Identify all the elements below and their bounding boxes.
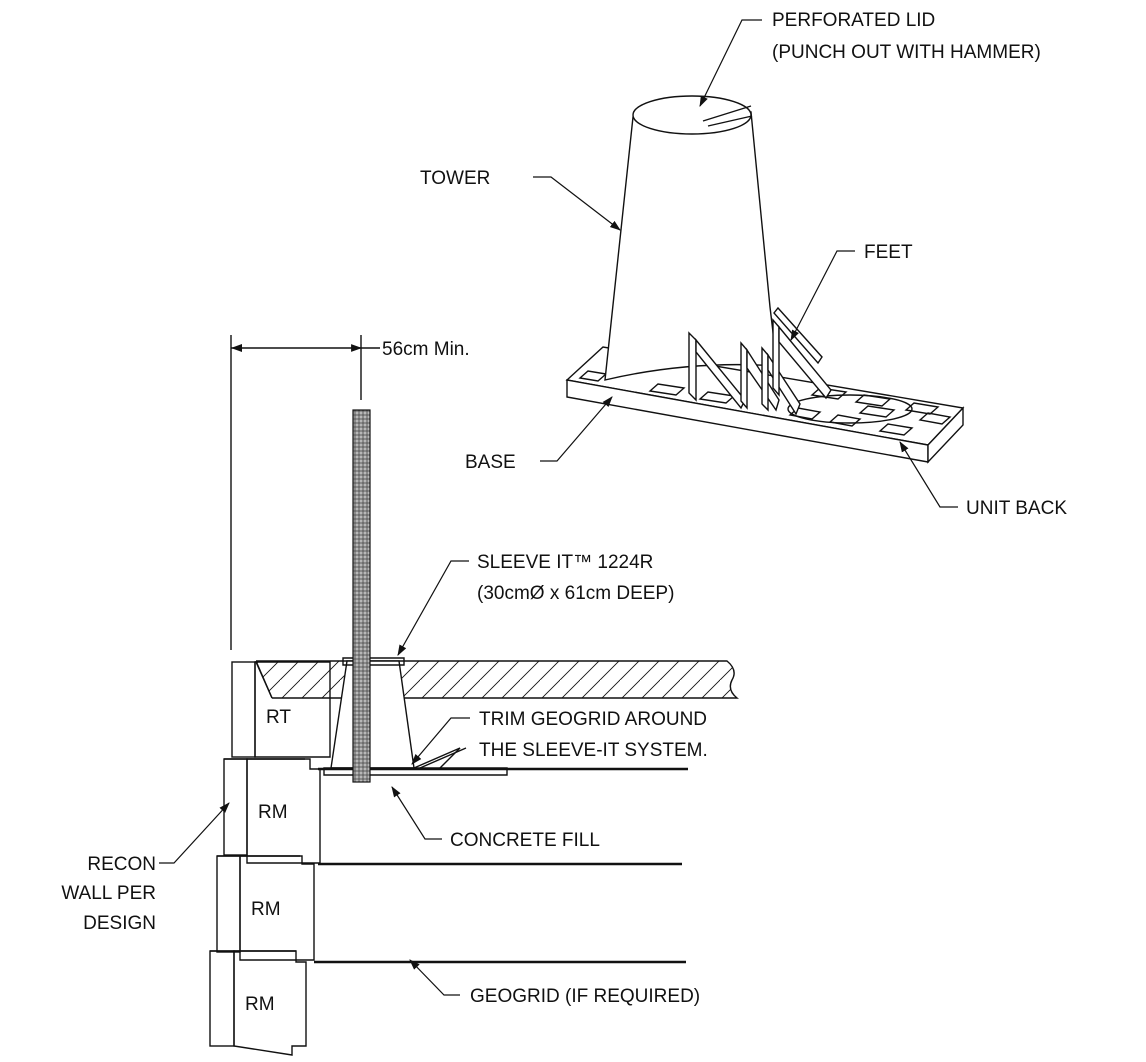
sleeve-label-1: SLEEVE IT™ 1224R xyxy=(477,552,653,573)
perforated-lid-label-1: PERFORATED LID xyxy=(772,10,935,31)
rm-block-1 xyxy=(223,758,321,864)
steel-post xyxy=(352,409,371,783)
leaders xyxy=(159,19,958,996)
dimension-56cm xyxy=(230,335,380,650)
rt-block-label: RT xyxy=(266,707,291,728)
rm-block-3 xyxy=(209,950,307,1056)
dimension-label: 56cm Min. xyxy=(382,339,470,360)
base-label: BASE xyxy=(465,452,516,473)
recon-wall-label-1: RECON xyxy=(87,854,156,875)
wall-section xyxy=(209,409,739,1056)
callout-labels: PERFORATED LID (PUNCH OUT WITH HAMMER) T… xyxy=(61,10,1067,1007)
unit-back-label: UNIT BACK xyxy=(966,498,1067,519)
rm-block-3-label: RM xyxy=(245,994,275,1015)
tower xyxy=(604,95,778,381)
recon-wall-label-3: DESIGN xyxy=(83,913,156,934)
trim-geogrid-label-1: TRIM GEOGRID AROUND xyxy=(479,709,707,730)
rt-block xyxy=(231,661,331,758)
rm-block-2-label: RM xyxy=(251,899,281,920)
trim-geogrid-label-2: THE SLEEVE-IT SYSTEM. xyxy=(479,740,708,761)
tower-label: TOWER xyxy=(420,168,490,189)
geogrid-label: GEOGRID (IF REQUIRED) xyxy=(470,986,700,1007)
rm-block-2 xyxy=(216,855,315,961)
rm-block-1-label: RM xyxy=(258,802,288,823)
recon-wall-label-2: WALL PER xyxy=(61,883,156,904)
perforated-lid-label-2: (PUNCH OUT WITH HAMMER) xyxy=(772,42,1041,63)
soil-cap xyxy=(255,660,739,699)
sleeve-label-2: (30cmØ x 61cm DEEP) xyxy=(477,583,674,604)
sleeve-it-isometric xyxy=(565,95,965,464)
feet-label: FEET xyxy=(864,242,913,263)
concrete-fill-label: CONCRETE FILL xyxy=(450,830,600,851)
block-labels: RT RM RM RM xyxy=(245,707,291,1015)
geogrid-lines xyxy=(314,767,688,964)
